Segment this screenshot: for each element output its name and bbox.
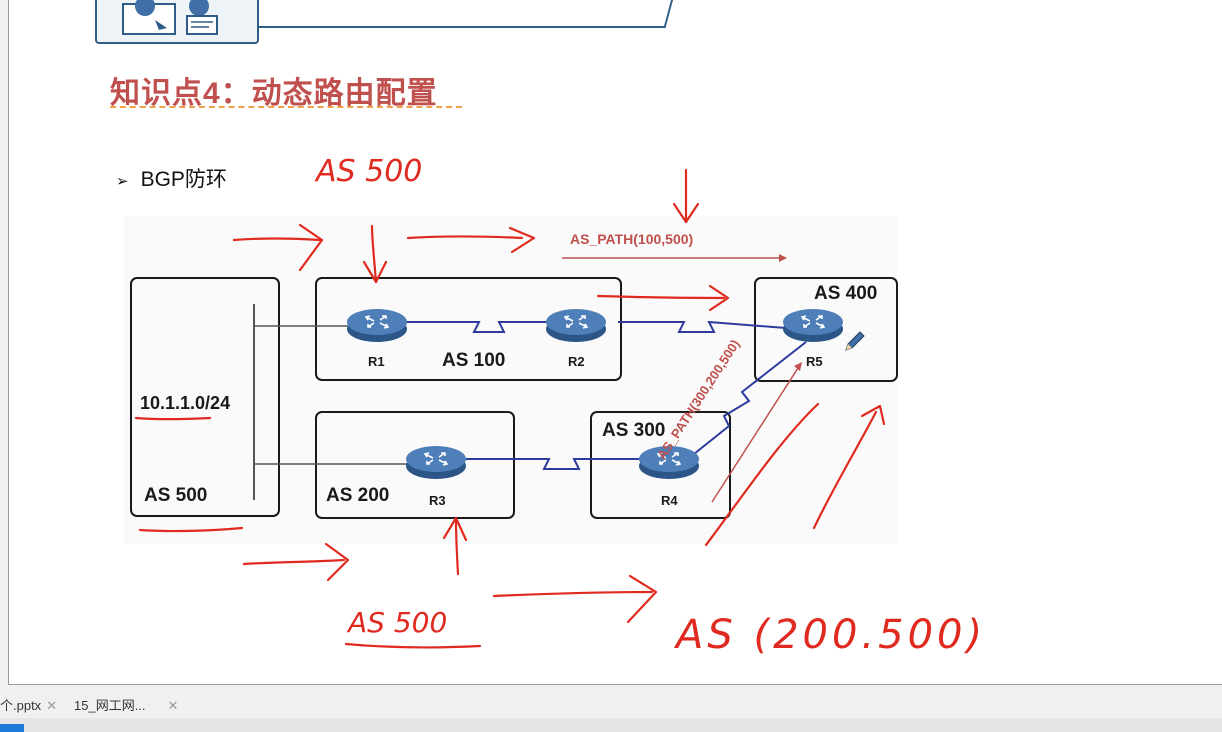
as-path-top-label: AS_PATH(100,500) xyxy=(570,231,694,247)
as200-label: AS 200 xyxy=(326,485,390,506)
tab-network[interactable]: 15_网工网... ✕ xyxy=(74,695,178,714)
bullet-point: ➢ BGP防环 xyxy=(116,163,227,193)
section-title-underline xyxy=(110,106,462,108)
router-r1-label: R1 xyxy=(368,354,385,369)
status-bar xyxy=(0,718,1222,732)
tab-network-close-icon[interactable]: ✕ xyxy=(167,698,179,713)
router-r5-label: R5 xyxy=(806,354,823,369)
router-r5-icon xyxy=(782,305,844,343)
as300-label: AS 300 xyxy=(602,420,666,441)
pen-cursor-icon xyxy=(845,331,865,351)
tab-pptx-label: 个.pptx xyxy=(0,698,42,713)
tab-network-label: 15_网工网... xyxy=(74,698,146,713)
router-r4-icon xyxy=(638,442,700,480)
router-r2-icon xyxy=(545,305,607,343)
as500-label: AS 500 xyxy=(144,485,208,506)
as100-label: AS 100 xyxy=(442,350,506,371)
tab-pptx-close-icon[interactable]: ✕ xyxy=(46,698,58,713)
diagram-links xyxy=(253,254,807,503)
bgp-network-diagram: R1 R2 R3 R4 R5 10.1.1.0/24 AS 500 AS 100… xyxy=(124,216,898,544)
title-banner-strip xyxy=(247,0,673,28)
router-r1-icon xyxy=(346,305,408,343)
title-banner-logo xyxy=(95,0,259,44)
network-prefix-label: 10.1.1.0/24 xyxy=(140,393,231,413)
router-r3-icon xyxy=(405,442,467,480)
document-tab-bar: 个.pptx ✕ 15_网工网... ✕ xyxy=(0,688,1222,718)
teacher-icon xyxy=(122,0,218,35)
app-status-icon[interactable] xyxy=(0,724,24,732)
as400-label: AS 400 xyxy=(814,283,878,304)
router-r2-label: R2 xyxy=(568,354,585,369)
tab-pptx[interactable]: 个.pptx ✕ xyxy=(0,695,57,714)
router-r3-label: R3 xyxy=(429,493,446,508)
bullet-arrow-icon: ➢ xyxy=(116,173,129,190)
bullet-text: BGP防环 xyxy=(140,168,227,191)
section-title: 知识点4：动态路由配置 xyxy=(110,77,438,110)
router-r4-label: R4 xyxy=(661,493,678,508)
